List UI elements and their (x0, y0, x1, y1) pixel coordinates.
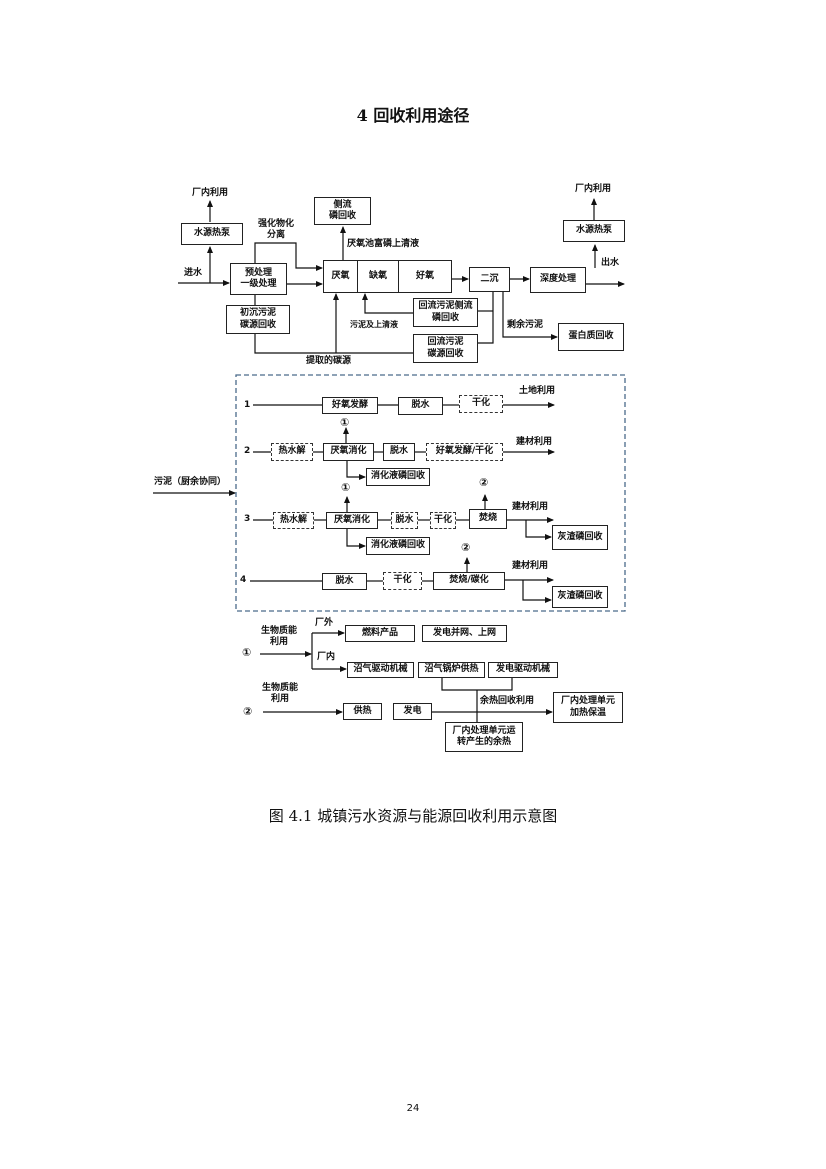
return-sludge-carbon-box: 回流污泥 碳源回收 (413, 334, 478, 363)
unit-waste-heat-box: 厂内处理单元运 转产生的余热 (445, 722, 523, 752)
primary-sludge-carbon-box: 初沉污泥 碳源回收 (226, 305, 290, 334)
anaerobic-digestion-box: 厌氧消化 (326, 512, 378, 529)
section-title: 4 回收利用途径 (356, 106, 470, 125)
marker-2: ② (461, 541, 471, 554)
waste-heat-recovery-label: 余热回收利用 (480, 696, 535, 706)
biogas-boiler-box: 沼气锅炉供热 (418, 662, 485, 678)
anoxic-tank: 缺氧 (357, 260, 399, 293)
biomass-energy-label: 生物质能 利用 (262, 683, 299, 705)
fuel-products-box: 燃料产品 (345, 625, 415, 642)
heat-supply-box: 供热 (343, 703, 382, 720)
digestate-p-recovery-box: 消化液磷回收 (366, 537, 430, 555)
outside-plant-label: 厂外 (315, 618, 334, 628)
sludge-supernatant-label: 污泥及上清液 (350, 320, 398, 329)
ash-p-recovery-box: 灰渣磷回收 (552, 586, 608, 608)
in-plant-use-left-label: 厂内利用 (191, 188, 228, 198)
marker-1: ① (341, 481, 351, 494)
figure-caption: 图 4.1 城镇污水资源与能源回收利用示意图 (268, 807, 558, 825)
marker-2: ② (479, 476, 489, 489)
inflow-label: 进水 (184, 268, 203, 278)
building-material-use-label: 建材利用 (512, 502, 549, 512)
thermal-hydrolysis-box: 热水解 (271, 443, 313, 461)
dewatering-box: 脱水 (383, 443, 415, 461)
building-material-use-label: 建材利用 (516, 437, 553, 447)
land-use-label: 土地利用 (519, 386, 556, 396)
anaerobic-supernatant-label: 厌氧池富磷上清液 (347, 239, 420, 249)
heat-pump-left-box: 水源热泵 (181, 223, 243, 245)
incineration-carbonization-box: 焚烧/碳化 (433, 572, 505, 590)
power-generation-box: 发电 (393, 703, 432, 720)
sludge-routes-frame (235, 374, 626, 612)
enhanced-separation-label: 强化物化 分离 (257, 219, 294, 241)
drying-box: 干化 (459, 395, 503, 413)
biomass-energy-label: 生物质能 利用 (261, 626, 298, 648)
aerobic-fermentation-box: 好氧发酵 (322, 397, 378, 414)
pretreatment-box: 预处理 一级处理 (230, 263, 287, 295)
route-3-number: 3 (244, 514, 251, 524)
route-1-number: 1 (244, 400, 251, 410)
dewatering-box: 脱水 (322, 573, 367, 590)
protein-recovery-box: 蛋白质回收 (558, 323, 624, 351)
inside-plant-label: 厂内 (317, 652, 336, 662)
route-4-number: 4 (240, 575, 247, 585)
page-number: 24 (406, 1103, 420, 1114)
building-material-use-label: 建材利用 (512, 561, 549, 571)
dewatering-box: 脱水 (398, 397, 443, 415)
biogas-machinery-box: 沼气驱动机械 (347, 662, 414, 678)
unit-heating-box: 厂内处理单元 加热保温 (553, 692, 623, 723)
incineration-box: 焚烧 (469, 509, 507, 529)
route-2-number: 2 (244, 446, 251, 456)
extracted-carbon-label: 提取的碳源 (306, 356, 352, 366)
anaerobic-digestion-box: 厌氧消化 (323, 443, 374, 461)
marker-1: ① (242, 646, 252, 659)
anaerobic-tank: 厌氧 (323, 260, 358, 293)
sludge-input-label: 污泥（厨余协同） (154, 477, 227, 487)
side-phosphorus-box: 侧流 磷回收 (314, 197, 371, 225)
thermal-hydrolysis-box: 热水解 (273, 512, 314, 529)
return-sludge-side-p-box: 回流污泥侧流 磷回收 (413, 298, 478, 327)
aerobic-tank: 好氧 (398, 260, 452, 293)
digestate-p-recovery-box: 消化液磷回收 (366, 468, 430, 486)
fermentation-drying-box: 好氧发酵/干化 (426, 443, 503, 461)
advanced-treatment-box: 深度处理 (530, 267, 586, 293)
ash-p-recovery-box: 灰渣磷回收 (552, 525, 608, 550)
marker-2: ② (243, 705, 253, 718)
excess-sludge-label: 剩余污泥 (507, 320, 544, 330)
in-plant-use-right-label: 厂内利用 (574, 184, 611, 194)
drying-box: 干化 (383, 572, 422, 590)
dewatering-box: 脱水 (391, 512, 418, 529)
marker-1: ① (340, 416, 350, 429)
secondary-clarifier-box: 二沉 (469, 267, 510, 292)
grid-power-box: 发电并网、上网 (422, 625, 507, 642)
outflow-label: 出水 (601, 258, 620, 268)
power-machinery-box: 发电驱动机械 (488, 662, 558, 678)
drying-box: 干化 (430, 512, 456, 529)
heat-pump-right-box: 水源热泵 (563, 220, 625, 242)
